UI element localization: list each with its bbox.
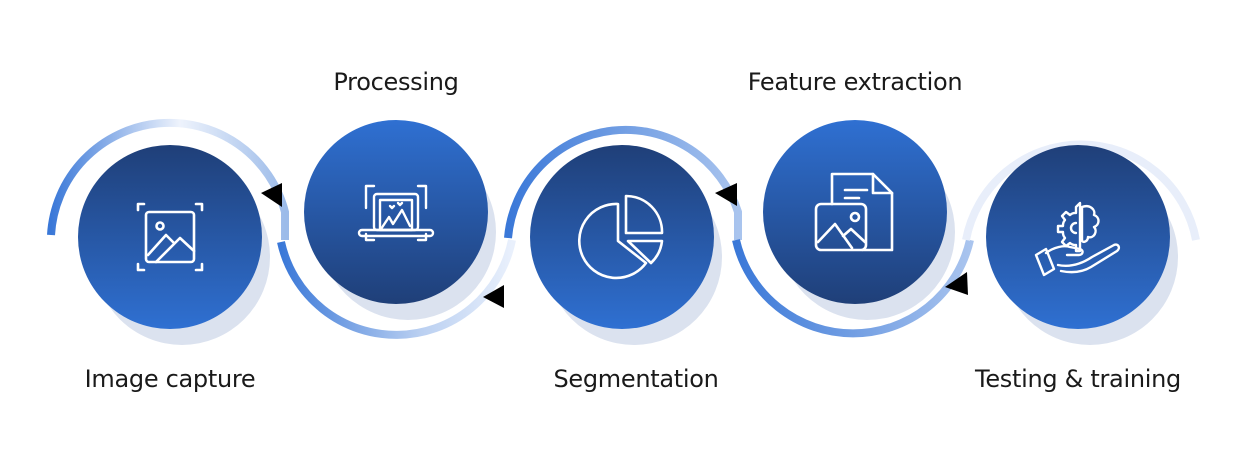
step-label-testing-training: Testing & training (975, 365, 1181, 393)
connector-arc-1-top (47, 118, 289, 240)
connector-arc-4-bottom (732, 239, 974, 338)
laptop-image-icon (357, 184, 435, 242)
step-label-feature-extraction: Feature extraction (747, 68, 963, 96)
connector-arc-5-top (962, 140, 1200, 241)
arrowhead-2 (483, 285, 504, 308)
step-label-image-capture: Image capture (84, 365, 256, 393)
step-label-segmentation: Segmentation (553, 365, 719, 393)
arrowhead-4 (945, 272, 968, 295)
pie-chart-icon (577, 194, 664, 280)
connector-arc-2-bottom (277, 239, 516, 339)
image-frame-icon (136, 202, 204, 272)
step-label-processing: Processing (333, 68, 459, 96)
step-circle-processing (304, 120, 488, 304)
hand-brain-gear-icon (1034, 201, 1121, 277)
document-image-icon (814, 172, 894, 252)
step-circle-testing-training (986, 145, 1170, 329)
arrowhead-1 (261, 183, 282, 207)
arrowhead-3 (715, 183, 737, 206)
step-circle-image-capture (78, 145, 262, 329)
step-circle-segmentation (530, 145, 714, 329)
connector-arc-3-top (504, 125, 742, 240)
